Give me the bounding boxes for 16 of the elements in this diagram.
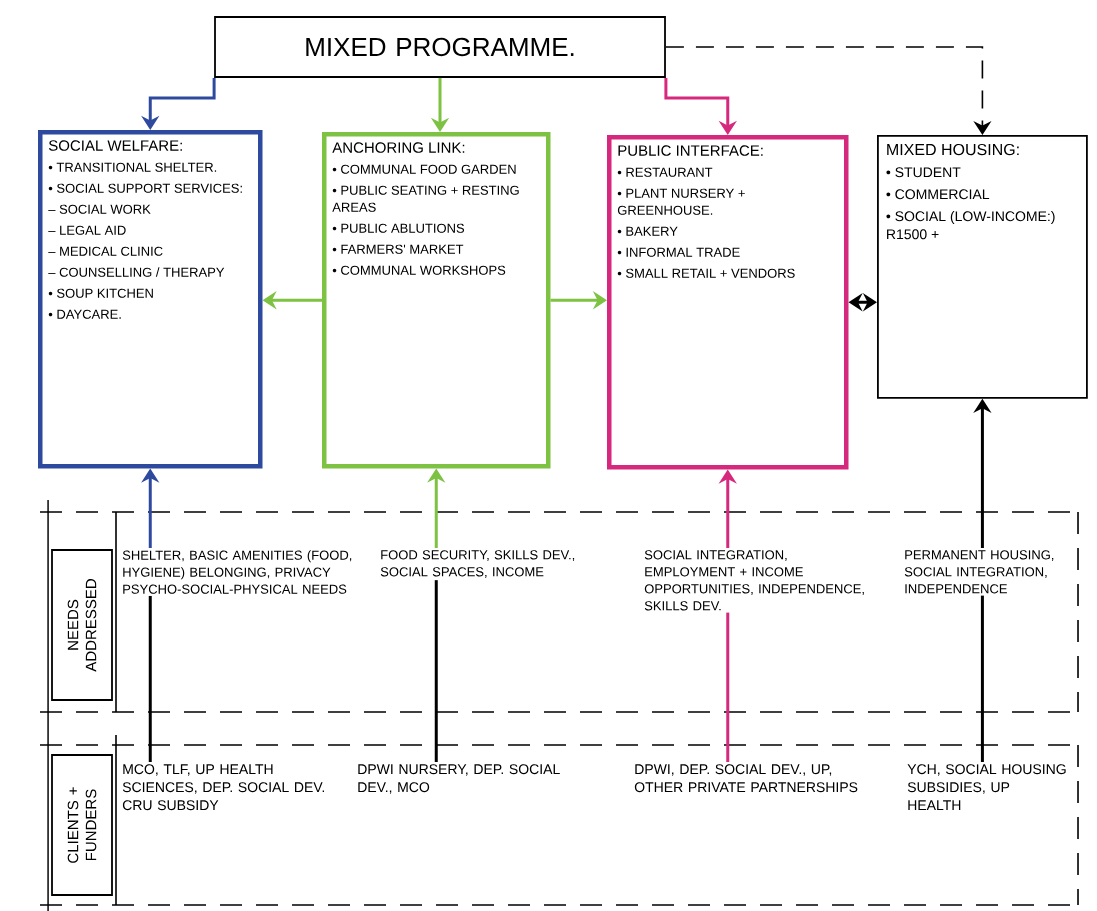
category-box: SOCIAL WELFARE: • TRANSITIONAL SHELTER. • SOCIAL SUPPORT SERVICES: – SOCIAL WORK – LEGAL AID – MEDICAL CLINIC – COUNSELLING / THERAPY • SOUP KITCHEN • DAYCARE. — [38, 130, 263, 469]
category-box: MIXED HOUSING: • STUDENT • COMMERCIAL • SOCIAL (LOW-INCOME:) R1500 + — [877, 135, 1088, 399]
arrow — [665, 46, 992, 135]
table-cell: SHELTER, BASIC AMENITIES (FOOD, HYGIENE) BELONGING, PRIVACY PSYCHO-SOCIAL-PHYSICAL NEEDS — [122, 550, 352, 594]
table-cell: DPWI NURSERY, DEP. SOCIAL DEV., MCO — [358, 764, 560, 794]
category-box: ANCHORING LINK: • COMMUNAL FOOD GARDEN • PUBLIC SEATING + RESTING AREAS • PUBLIC ABLUTIONS • FARMERS' MARKET • COMMUNAL WORKSHOPS — [322, 132, 551, 469]
table-cell: DPWI, DEP. SOCIAL DEV., UP, OTHER PRIVATE PARTNERSHIPS — [634, 764, 858, 793]
table-cell: YCH, SOCIAL HOUSING SUBSIDIES, UP HEALTH — [907, 764, 1066, 810]
row-header: NEEDS ADDRESSED — [51, 549, 113, 701]
title-box: MIXED PROGRAMME. — [214, 16, 666, 78]
table-cell: PERMANENT HOUSING, SOCIAL INTEGRATION, INDEPENDENCE — [904, 550, 1054, 594]
table-cell: FOOD SECURITY, SKILLS DEV., SOCIAL SPACES, INCOME — [380, 550, 575, 578]
table-cell: MCO, TLF, UP HEALTH SCIENCES, DEP. SOCIAL DEV. CRU SUBSIDY — [122, 764, 324, 811]
category-box: PUBLIC INTERFACE: • RESTAURANT • PLANT NURSERY + GREENHOUSE. • BAKERY • INFORMAL TRADE • SMALL RETAIL + VENDORS — [607, 135, 849, 470]
table-cell: SOCIAL INTEGRATION, EMPLOYMENT + INCOME OPPORTUNITIES, INDEPENDENCE, SKILLS DEV. — [644, 550, 864, 611]
row-header: CLIENTS + FUNDERS — [51, 754, 113, 896]
